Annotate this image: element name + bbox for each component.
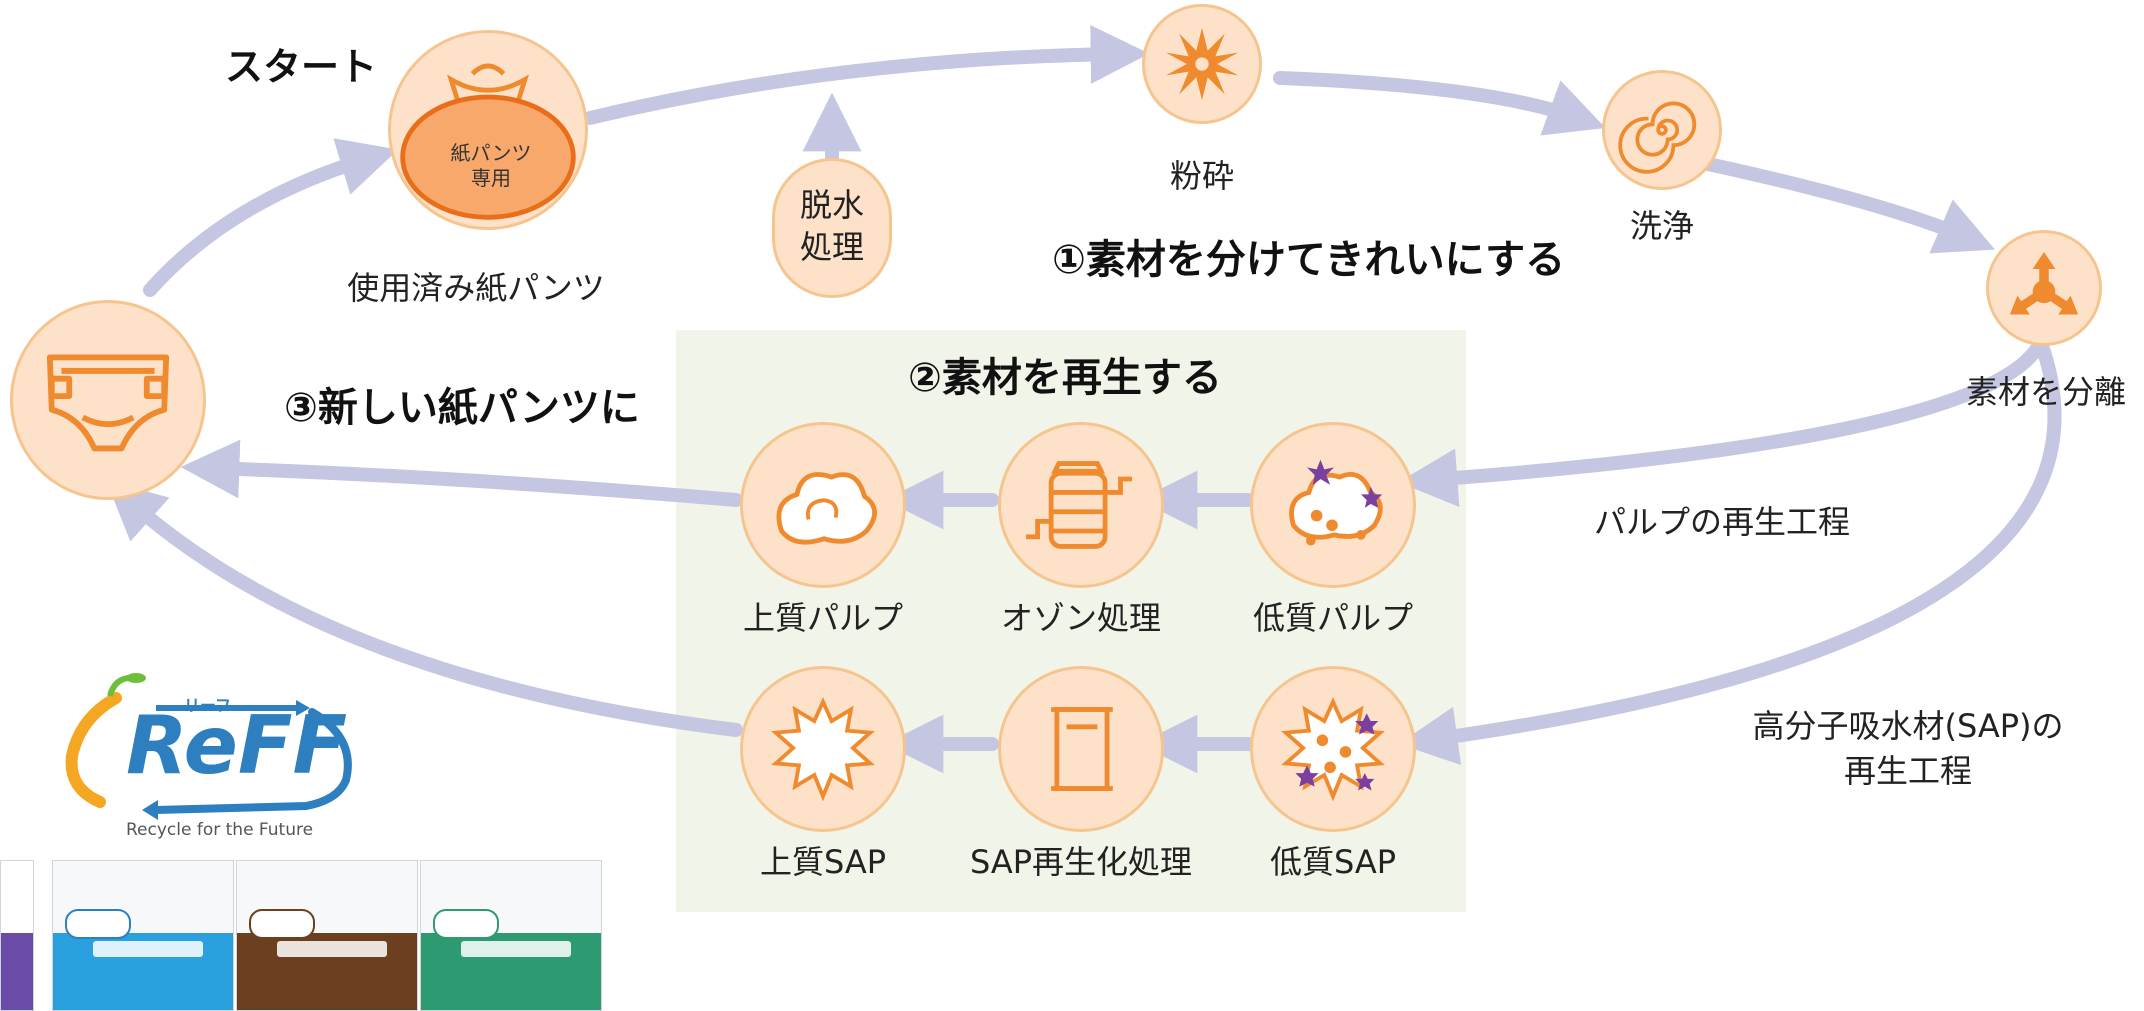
spiral-wash-icon xyxy=(1618,101,1697,174)
high-pulp-label: 上質パルプ xyxy=(742,599,904,637)
cotton-clean-icon xyxy=(776,472,877,545)
arrow-highsap-to-diaper xyxy=(106,480,743,737)
crush-node xyxy=(1142,4,1262,124)
pulp-process-label: パルプの再生工程 xyxy=(1594,503,1851,541)
step3-heading: ③新しい紙パンツに xyxy=(284,385,640,431)
wash-label: 洗浄 xyxy=(1629,207,1695,245)
arrow-diaper-to-bag xyxy=(143,138,399,297)
bag-label: 紙パンツ 専用 xyxy=(450,141,532,190)
wash-node xyxy=(1602,70,1722,190)
scroll-icon xyxy=(1051,707,1113,791)
low-sap-label: 低質SAP xyxy=(1269,843,1397,881)
sap-regen-node xyxy=(998,666,1164,832)
arrow-separate-to-lowpulp xyxy=(1398,343,2043,508)
arrow-highpulp-to-diaper xyxy=(180,439,743,507)
product-package-blue xyxy=(52,860,234,1011)
cotton-impure-icon xyxy=(1289,459,1383,546)
crush-label: 粉砕 xyxy=(1169,157,1235,195)
used-pants-node: 紙パンツ 専用 xyxy=(388,30,588,230)
product-package-purple xyxy=(0,860,34,1011)
garbage-bag-icon xyxy=(400,63,576,220)
arrow-crush-to-wash xyxy=(1273,71,1606,136)
product-package-green xyxy=(420,860,602,1011)
product-package-brown xyxy=(236,860,418,1011)
low-pulp-node xyxy=(1250,422,1416,588)
logo-tagline: Recycle for the Future xyxy=(126,820,314,840)
low-pulp-label: 低質パルプ xyxy=(1252,599,1414,637)
used-pants-label: 使用済み紙パンツ xyxy=(347,269,605,307)
step2-heading: ②素材を再生する xyxy=(908,355,1222,401)
high-pulp-node xyxy=(740,422,906,588)
logo-text: ReFF xyxy=(126,699,348,792)
arrow-separate-to-lowsap xyxy=(1398,333,2062,766)
logo-ruby: リーフ xyxy=(184,696,232,715)
ozone-label: オゾン処理 xyxy=(1000,599,1162,637)
new-pants-node xyxy=(10,300,206,500)
dehydration-node: 脱水 処理 xyxy=(772,158,892,298)
diaper-icon xyxy=(46,354,170,452)
recycle-logo-icon xyxy=(65,673,352,820)
separate-node xyxy=(1986,230,2102,346)
arrow-bag-to-crush xyxy=(583,25,1150,125)
step1-heading: ①素材を分けてきれいにする xyxy=(1052,237,1566,283)
sap-process-label: 高分子吸水材(SAP)の 再生工程 xyxy=(1752,707,2064,790)
ozone-node xyxy=(998,422,1164,588)
crush-burst-icon xyxy=(1165,27,1239,101)
high-sap-node xyxy=(740,666,906,832)
low-sap-node xyxy=(1250,666,1416,832)
sap-impure-icon xyxy=(1281,697,1385,802)
high-sap-label: 上質SAP xyxy=(759,843,887,881)
separate-label: 素材を分離 xyxy=(1966,373,2127,411)
reff-logo: リーフ ReFF Recycle for the Future xyxy=(56,668,376,840)
dehydration-label: 脱水 処理 xyxy=(799,186,865,266)
sap-clean-icon xyxy=(771,697,875,802)
start-label: スタート xyxy=(225,45,378,89)
sap-regen-label: SAP再生化処理 xyxy=(969,843,1193,881)
arrow-wash-to-separate xyxy=(1673,151,1995,254)
three-way-arrows-icon xyxy=(2009,251,2079,315)
ozone-tank-icon xyxy=(1026,461,1133,549)
